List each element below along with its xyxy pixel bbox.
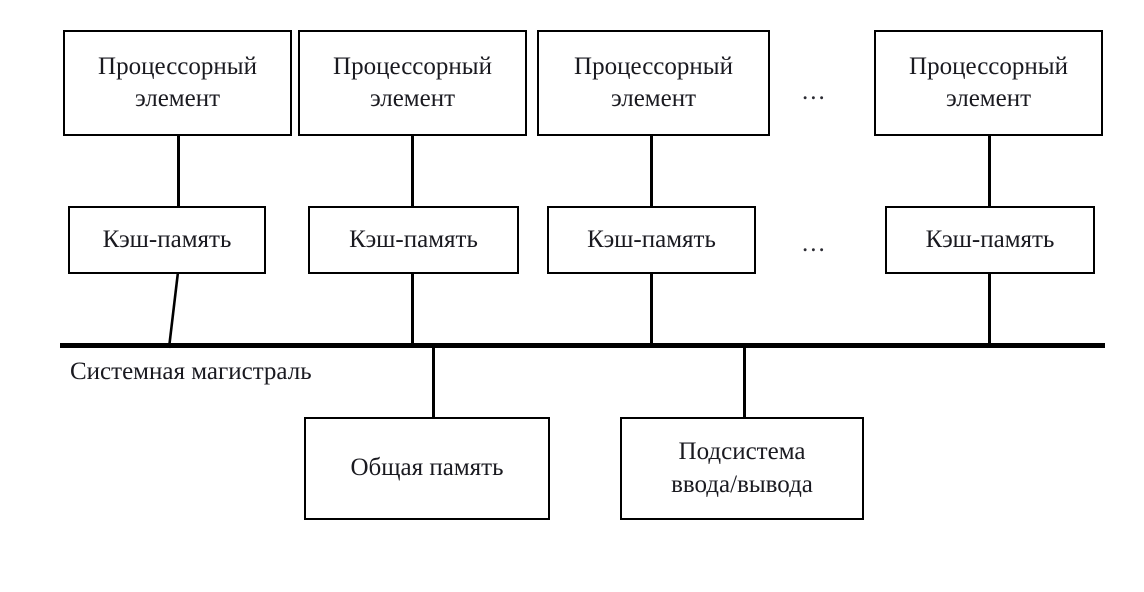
shared-memory-label: Общая память (350, 454, 504, 482)
cache-box-1[interactable]: Кэш-память (68, 206, 266, 274)
cache-box-3[interactable]: Кэш-память (547, 206, 756, 274)
connector-pe2-to-cache2 (411, 135, 414, 207)
processing-element-box-1[interactable]: Процессорный элемент (63, 30, 292, 136)
system-bus-line (60, 343, 1105, 348)
connector-bus-to-io-subsystem (743, 346, 746, 418)
connector-pe4-to-cache4 (988, 135, 991, 207)
connector-bus-to-shared-memory (432, 346, 435, 418)
processing-element-row-ellipsis: ... (802, 78, 827, 105)
cache-row-ellipsis: ... (802, 230, 827, 257)
io-subsystem-label: Подсистема ввода/вывода (671, 438, 813, 498)
shared-memory-box[interactable]: Общая память (304, 417, 550, 520)
io-subsystem-box[interactable]: Подсистема ввода/вывода (620, 417, 864, 520)
cache-label-3: Кэш-память (587, 225, 716, 253)
cache-box-4[interactable]: Кэш-память (885, 206, 1095, 274)
cache-label-4: Кэш-память (925, 225, 1055, 253)
processing-element-label-4: Процессорный элемент (909, 52, 1068, 113)
processing-element-label-1: Процессорный элемент (98, 52, 257, 113)
processing-element-label-2: Процессорный элемент (333, 52, 492, 113)
cache-label-1: Кэш-память (102, 225, 232, 253)
connector-pe1-to-cache1 (177, 135, 180, 207)
processing-element-box-3[interactable]: Процессорный элемент (537, 30, 770, 136)
cache-box-2[interactable]: Кэш-память (308, 206, 519, 274)
processing-element-label-3: Процессорный элемент (574, 52, 733, 113)
connector-cache1-to-bus (167, 271, 180, 349)
connector-cache2-to-bus (411, 272, 414, 348)
connector-cache3-to-bus (650, 272, 653, 348)
processing-element-box-2[interactable]: Процессорный элемент (298, 30, 527, 136)
connector-pe3-to-cache3 (650, 135, 653, 207)
system-bus-label: Системная магистраль (70, 358, 312, 385)
processing-element-box-4[interactable]: Процессорный элемент (874, 30, 1103, 136)
connector-cache4-to-bus (988, 272, 991, 348)
cache-label-2: Кэш-память (349, 225, 478, 253)
